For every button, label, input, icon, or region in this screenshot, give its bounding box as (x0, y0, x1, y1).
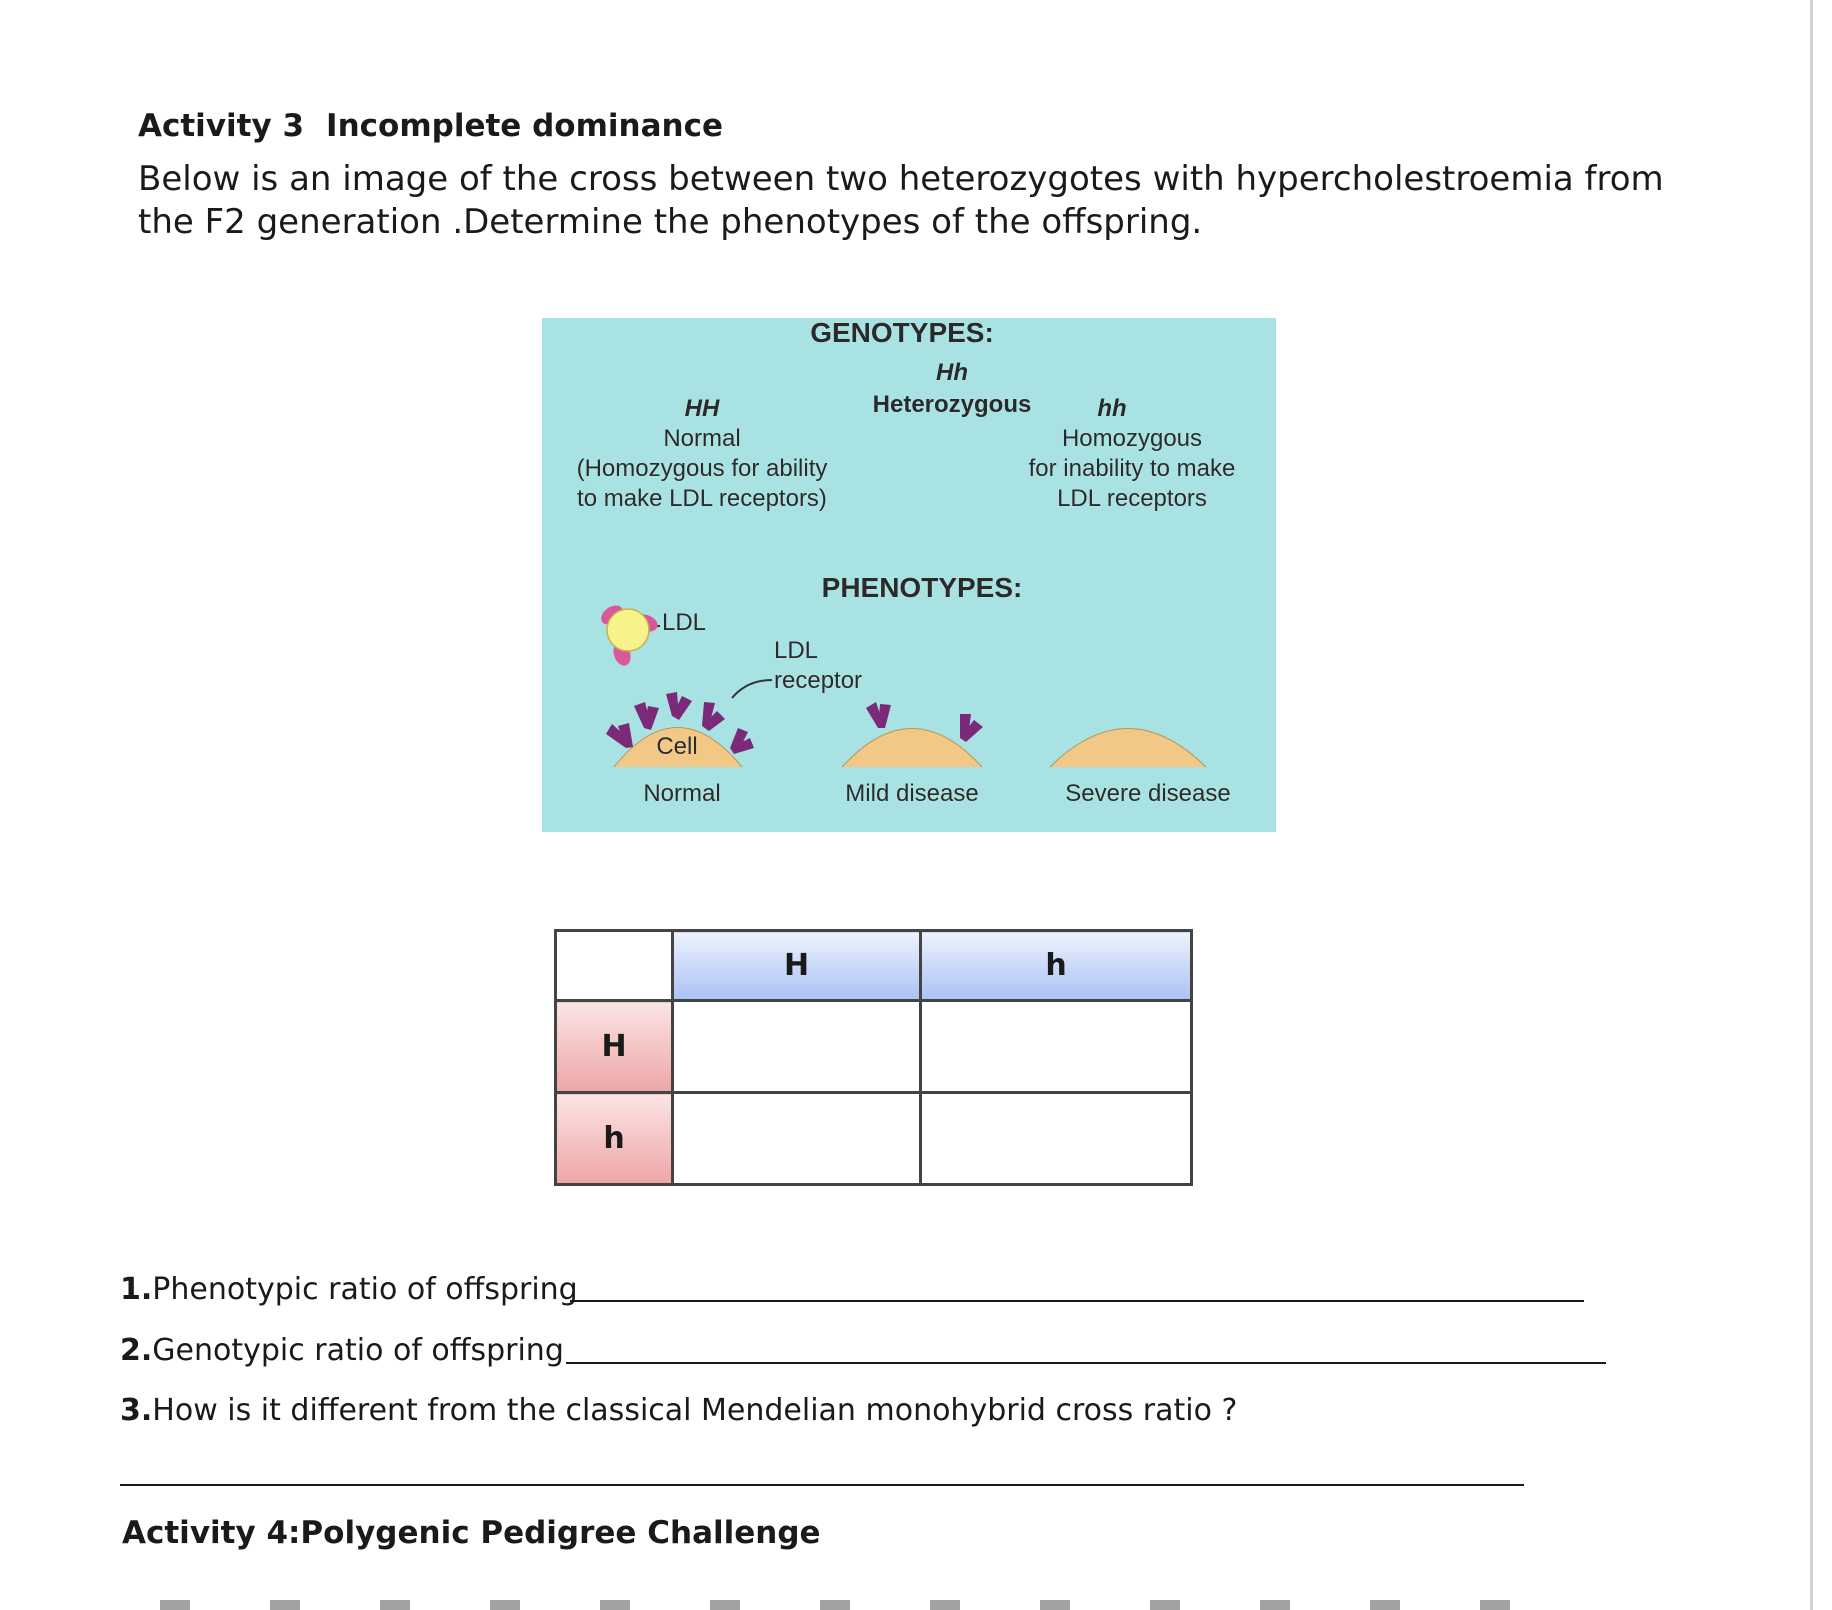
punnett-row-header-2: h (554, 1091, 674, 1186)
activity-3-intro: Below is an image of the cross between t… (138, 159, 1664, 242)
figure-illustration (601, 605, 1207, 768)
phenotype-mild-disease: Mild disease (845, 780, 979, 807)
question-1-answer-line[interactable] (570, 1300, 1584, 1302)
receptor-label-line-2: receptor (774, 667, 863, 694)
ldl-genotype-phenotype-figure: GENOTYPES: Hh Heterozygous HH Normal (Ho… (542, 318, 1276, 832)
activity-4-heading: Activity 4:Polygenic Pedigree Challenge (122, 1515, 821, 1551)
punnett-col-header-1: H (671, 929, 922, 1002)
punnett-row-header-1: H (554, 999, 674, 1094)
genotype-recessive-desc-1: Homozygous (1061, 425, 1203, 452)
activity-3-heading: Activity 3 Incomplete dominance (138, 108, 723, 144)
punnett-row: H (554, 999, 1193, 1094)
phenotype-normal: Normal (643, 780, 721, 807)
genotype-recessive-desc-2: for inability to make (1028, 455, 1236, 482)
cropped-text-line (120, 1600, 1570, 1610)
genotype-normal-desc-2: (Homozygous for ability (576, 455, 828, 482)
genotype-het-desc: Heterozygous (872, 391, 1032, 418)
punnett-row: h (554, 1091, 1193, 1186)
activity-3-title: Incomplete dominance (326, 108, 723, 144)
punnett-cell[interactable] (919, 999, 1193, 1094)
ldl-label: LDL (662, 609, 707, 636)
question-2-answer-line[interactable] (566, 1362, 1606, 1364)
question-2-number: 2. (120, 1333, 153, 1368)
genotype-normal-desc-3: to make LDL receptors) (577, 485, 827, 512)
punnett-cell[interactable] (671, 1091, 922, 1186)
question-1-text: Phenotypic ratio of offspring (152, 1272, 578, 1307)
question-3-number: 3. (120, 1393, 153, 1428)
punnett-square: H h H h (554, 929, 1193, 1186)
question-2-text: Genotypic ratio of offspring (152, 1333, 564, 1368)
genotype-recessive-desc-3: LDL receptors (1057, 485, 1207, 512)
question-1: 1.Phenotypic ratio of offspring (120, 1272, 578, 1307)
punnett-corner-cell (554, 929, 674, 1002)
genotype-hh-het: Hh (936, 359, 968, 386)
phenotype-severe-disease: Severe disease (1065, 780, 1231, 807)
ldl-particle-icon (601, 605, 658, 666)
phenotypes-header: PHENOTYPES: (821, 572, 1023, 603)
receptor-pointer-line (731, 679, 773, 699)
genotype-hh-recessive: hh (1097, 395, 1127, 422)
punnett-cell[interactable] (919, 1091, 1193, 1186)
genotypes-header: GENOTYPES: (810, 318, 994, 348)
activity-3-label: Activity 3 (138, 108, 305, 144)
punnett-header-row: H h (554, 929, 1193, 1002)
punnett-col-header-2: h (919, 929, 1193, 1002)
severe-disease-cell-icon (1049, 728, 1207, 768)
question-3-answer-line[interactable] (120, 1484, 1524, 1486)
cell-label: Cell (656, 733, 698, 760)
question-3-text: How is it different from the classical M… (152, 1393, 1238, 1428)
question-3: 3.How is it different from the classical… (120, 1393, 1237, 1428)
punnett-cell[interactable] (671, 999, 922, 1094)
question-1-number: 1. (120, 1272, 153, 1307)
genotype-hh-normal: HH (684, 395, 720, 422)
normal-cell-icon (606, 692, 754, 768)
question-2: 2.Genotypic ratio of offspring (120, 1333, 564, 1368)
genotype-normal-desc-1: Normal (663, 425, 741, 452)
receptor-label-line-1: LDL (774, 637, 819, 664)
page-edge (1810, 0, 1813, 1610)
mild-disease-cell-icon (841, 702, 983, 768)
